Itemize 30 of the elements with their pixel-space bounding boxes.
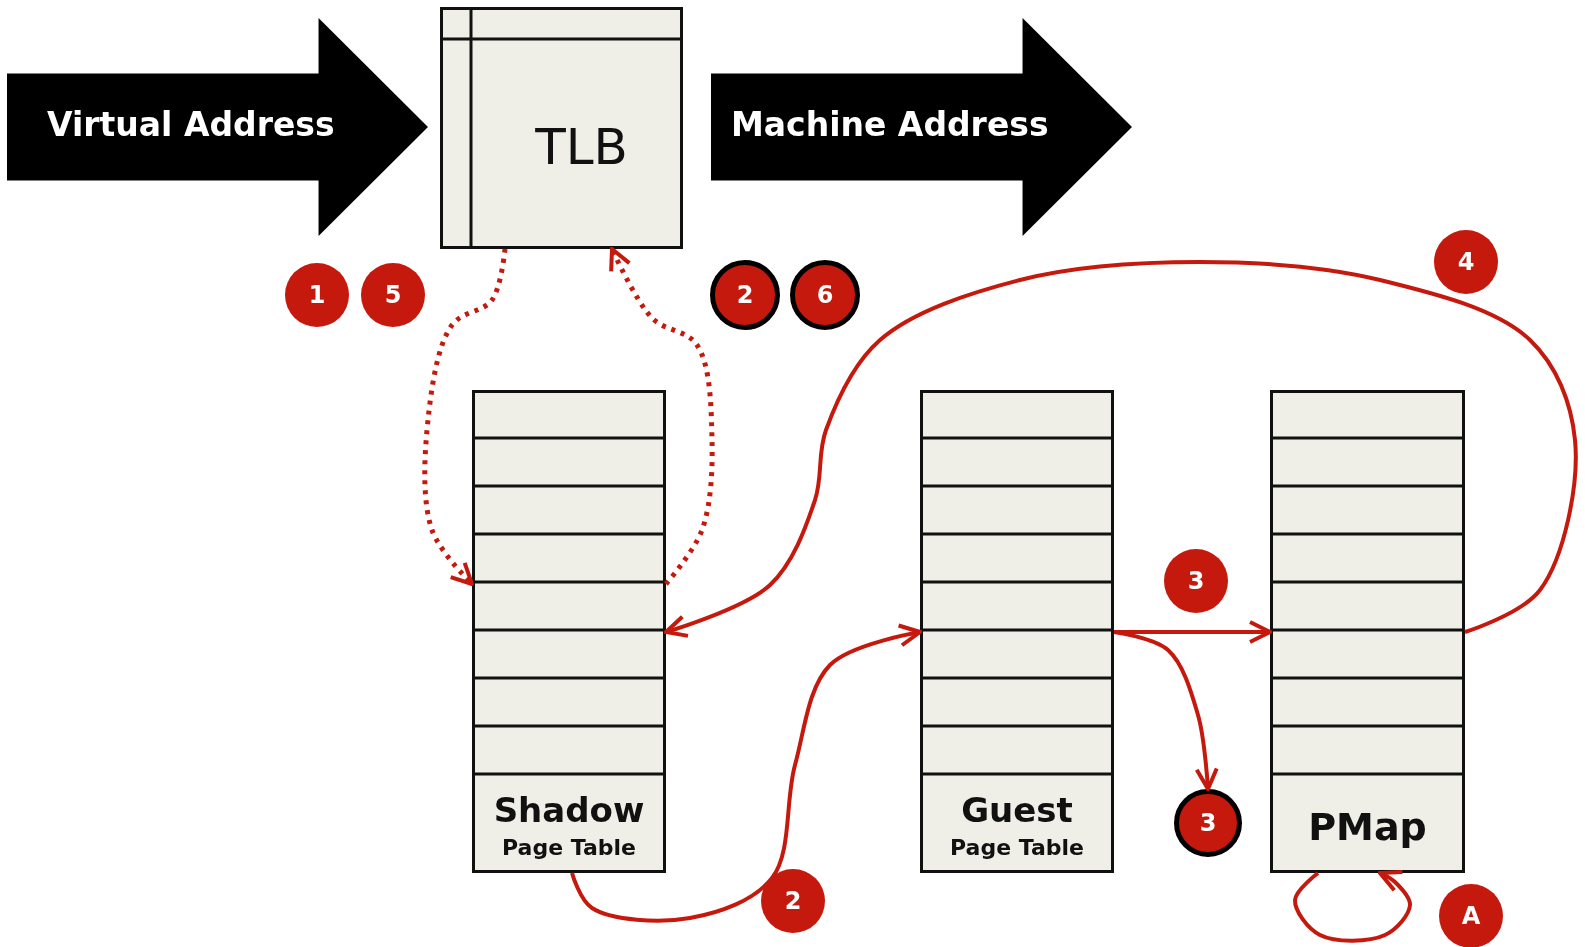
table-title: PMap (1307, 805, 1428, 849)
curved-arrow (1114, 620, 1272, 644)
dotted-arrow (609, 247, 715, 586)
dotted-arrow (422, 248, 508, 586)
page-table (920, 390, 1114, 873)
block-arrow (7, 18, 428, 236)
table-subtitle: Page Table (501, 835, 637, 860)
tlb-label: TLB (534, 118, 629, 176)
block-arrow (711, 18, 1132, 236)
curved-arrow (1113, 630, 1219, 791)
step-badge: 3 (1164, 549, 1228, 613)
step-badge: 4 (1434, 230, 1498, 294)
page-table (472, 390, 666, 873)
curved-arrow (664, 260, 1578, 638)
step-badge: 5 (361, 263, 425, 327)
step-badge: 1 (285, 263, 349, 327)
table-subtitle: Page Table (949, 835, 1085, 860)
page-table (1270, 390, 1465, 873)
arrow-label: Virtual Address (47, 105, 335, 144)
table-title: Shadow (492, 790, 646, 830)
step-marker: 6 (790, 260, 860, 330)
curved-arrow (570, 623, 922, 923)
curved-arrow (1293, 870, 1412, 943)
step-marker: 3 (1174, 789, 1242, 857)
step-badge: 2 (761, 869, 825, 933)
step-marker: 2 (710, 260, 780, 330)
arrow-label: Machine Address (731, 105, 1049, 144)
table-title: Guest (960, 790, 1074, 830)
tlb-box (440, 7, 683, 249)
step-badge: A (1439, 884, 1503, 947)
